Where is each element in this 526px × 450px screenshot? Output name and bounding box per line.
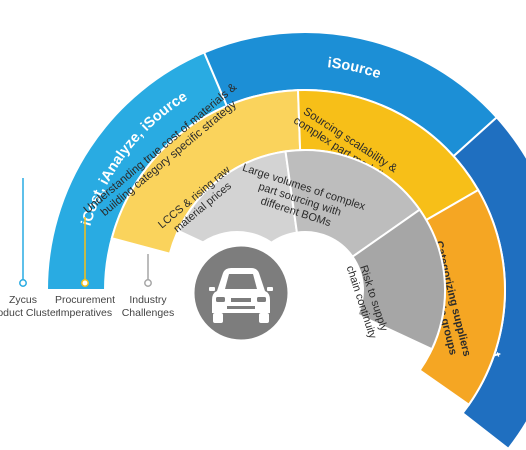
svg-text:ZycusProduct Cluster: ZycusProduct Cluster: [0, 294, 60, 319]
car-icon: [209, 268, 273, 323]
legend: ZycusProduct ClusterProcurementImperativ…: [0, 178, 174, 319]
legend-product-cluster: ZycusProduct Cluster: [0, 178, 60, 319]
challenge-segment-3: [351, 208, 446, 351]
hub: [175, 231, 299, 355]
challenge-segment-2: [284, 149, 422, 259]
